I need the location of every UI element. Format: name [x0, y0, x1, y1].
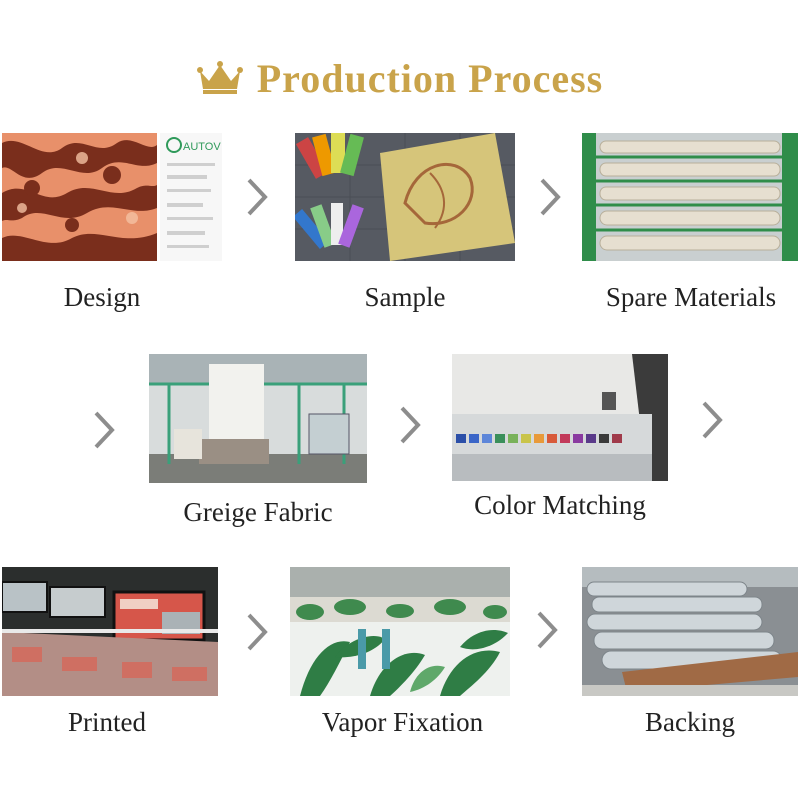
step-label-sample: Sample [364, 282, 446, 312]
step-label-design: Design [63, 282, 141, 312]
step-label-greige-fabric: Greige Fabric [183, 497, 333, 527]
chevron-right-icon [245, 612, 269, 652]
vapor-fixation-photo [290, 567, 510, 696]
crown-icon [196, 61, 243, 94]
spare-materials-photo [582, 133, 798, 261]
chevron-right-icon [92, 410, 116, 450]
backing-photo [582, 567, 798, 696]
doc-logo-text: AUTOV [183, 141, 221, 153]
chevron-right-icon [538, 177, 562, 217]
printed-photo [2, 567, 218, 696]
page-title: Production Process [256, 55, 604, 101]
page-header: Production Process [0, 50, 800, 106]
chevron-right-icon [700, 400, 724, 440]
step-label-vapor-fixation: Vapor Fixation [321, 707, 484, 737]
chevron-right-icon [245, 177, 269, 217]
greige-fabric-photo [149, 354, 367, 483]
step-label-backing: Backing [645, 707, 735, 737]
chevron-right-icon [398, 405, 422, 445]
sample-photo [295, 133, 515, 261]
step-label-spare-materials: Spare Materials [605, 282, 777, 312]
color-matching-photo [452, 354, 668, 481]
step-label-color-matching: Color Matching [474, 490, 646, 520]
step-label-printed: Printed [68, 707, 146, 737]
design-photo: AUTOV [2, 133, 222, 261]
chevron-right-icon [535, 610, 559, 650]
